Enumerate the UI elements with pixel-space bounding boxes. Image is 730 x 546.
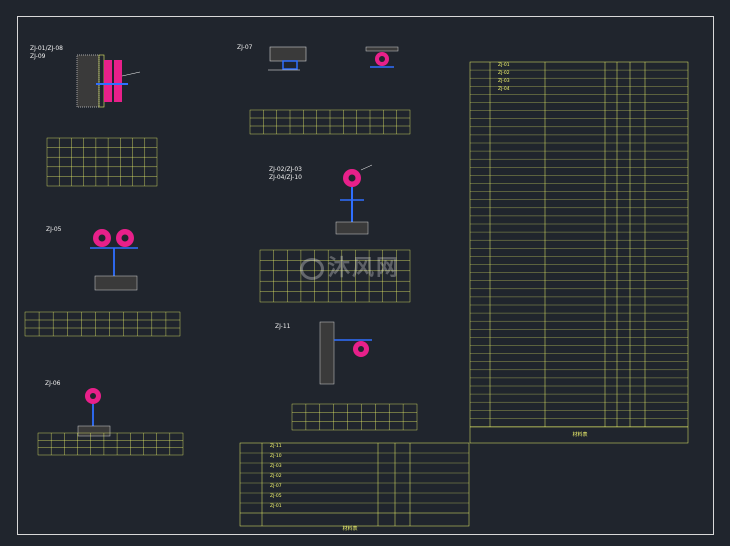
right-materials-table [469,61,689,444]
right-table-row-label: ZJ-04 [498,87,510,93]
detail-zj02 [335,164,373,235]
small-tables [24,109,418,456]
bottom-table-row-label: ZJ-07 [270,484,282,489]
label-zj07: ZJ-07 [237,44,253,51]
bottom-table-row-label: ZJ-02 [270,474,282,479]
detail-zj11 [319,321,372,385]
right-table-title: 材料表 [572,432,588,438]
bottom-table-title: 材料表 [342,526,358,532]
watermark-text: 沐风网 [328,256,401,281]
bottom-table-row-label: ZJ-03 [270,464,282,469]
detail-zj07 [268,46,399,71]
label-zj05: ZJ-05 [46,226,62,233]
label-zj11: ZJ-11 [275,323,291,330]
label-zj09: ZJ-09 [30,53,46,60]
detail-zj01 [76,54,141,108]
label-zj02: ZJ-02/ZJ-03 [269,166,302,173]
right-table-row-label: ZJ-03 [498,79,510,85]
bottom-table-row-label: ZJ-01 [270,504,282,509]
right-table-row-label: ZJ-02 [498,71,510,77]
right-table-row-label: ZJ-01 [498,63,510,68]
label-zj01: ZJ-01/ZJ-08 [30,45,63,52]
watermark: 沐风网 [300,250,400,282]
detail-zj05 [90,229,138,291]
label-zj06: ZJ-06 [45,380,61,387]
label-zj04: ZJ-04/ZJ-10 [269,174,302,181]
bottom-table-row-label: ZJ-10 [270,454,282,459]
bottom-table-row-label: ZJ-05 [270,494,282,499]
detail-zj06 [77,388,111,437]
bottom-table-row-label: ZJ-11 [270,444,282,449]
watermark-logo-icon [300,258,324,280]
bottom-materials-table [239,442,470,527]
drawing-frame [17,16,714,535]
